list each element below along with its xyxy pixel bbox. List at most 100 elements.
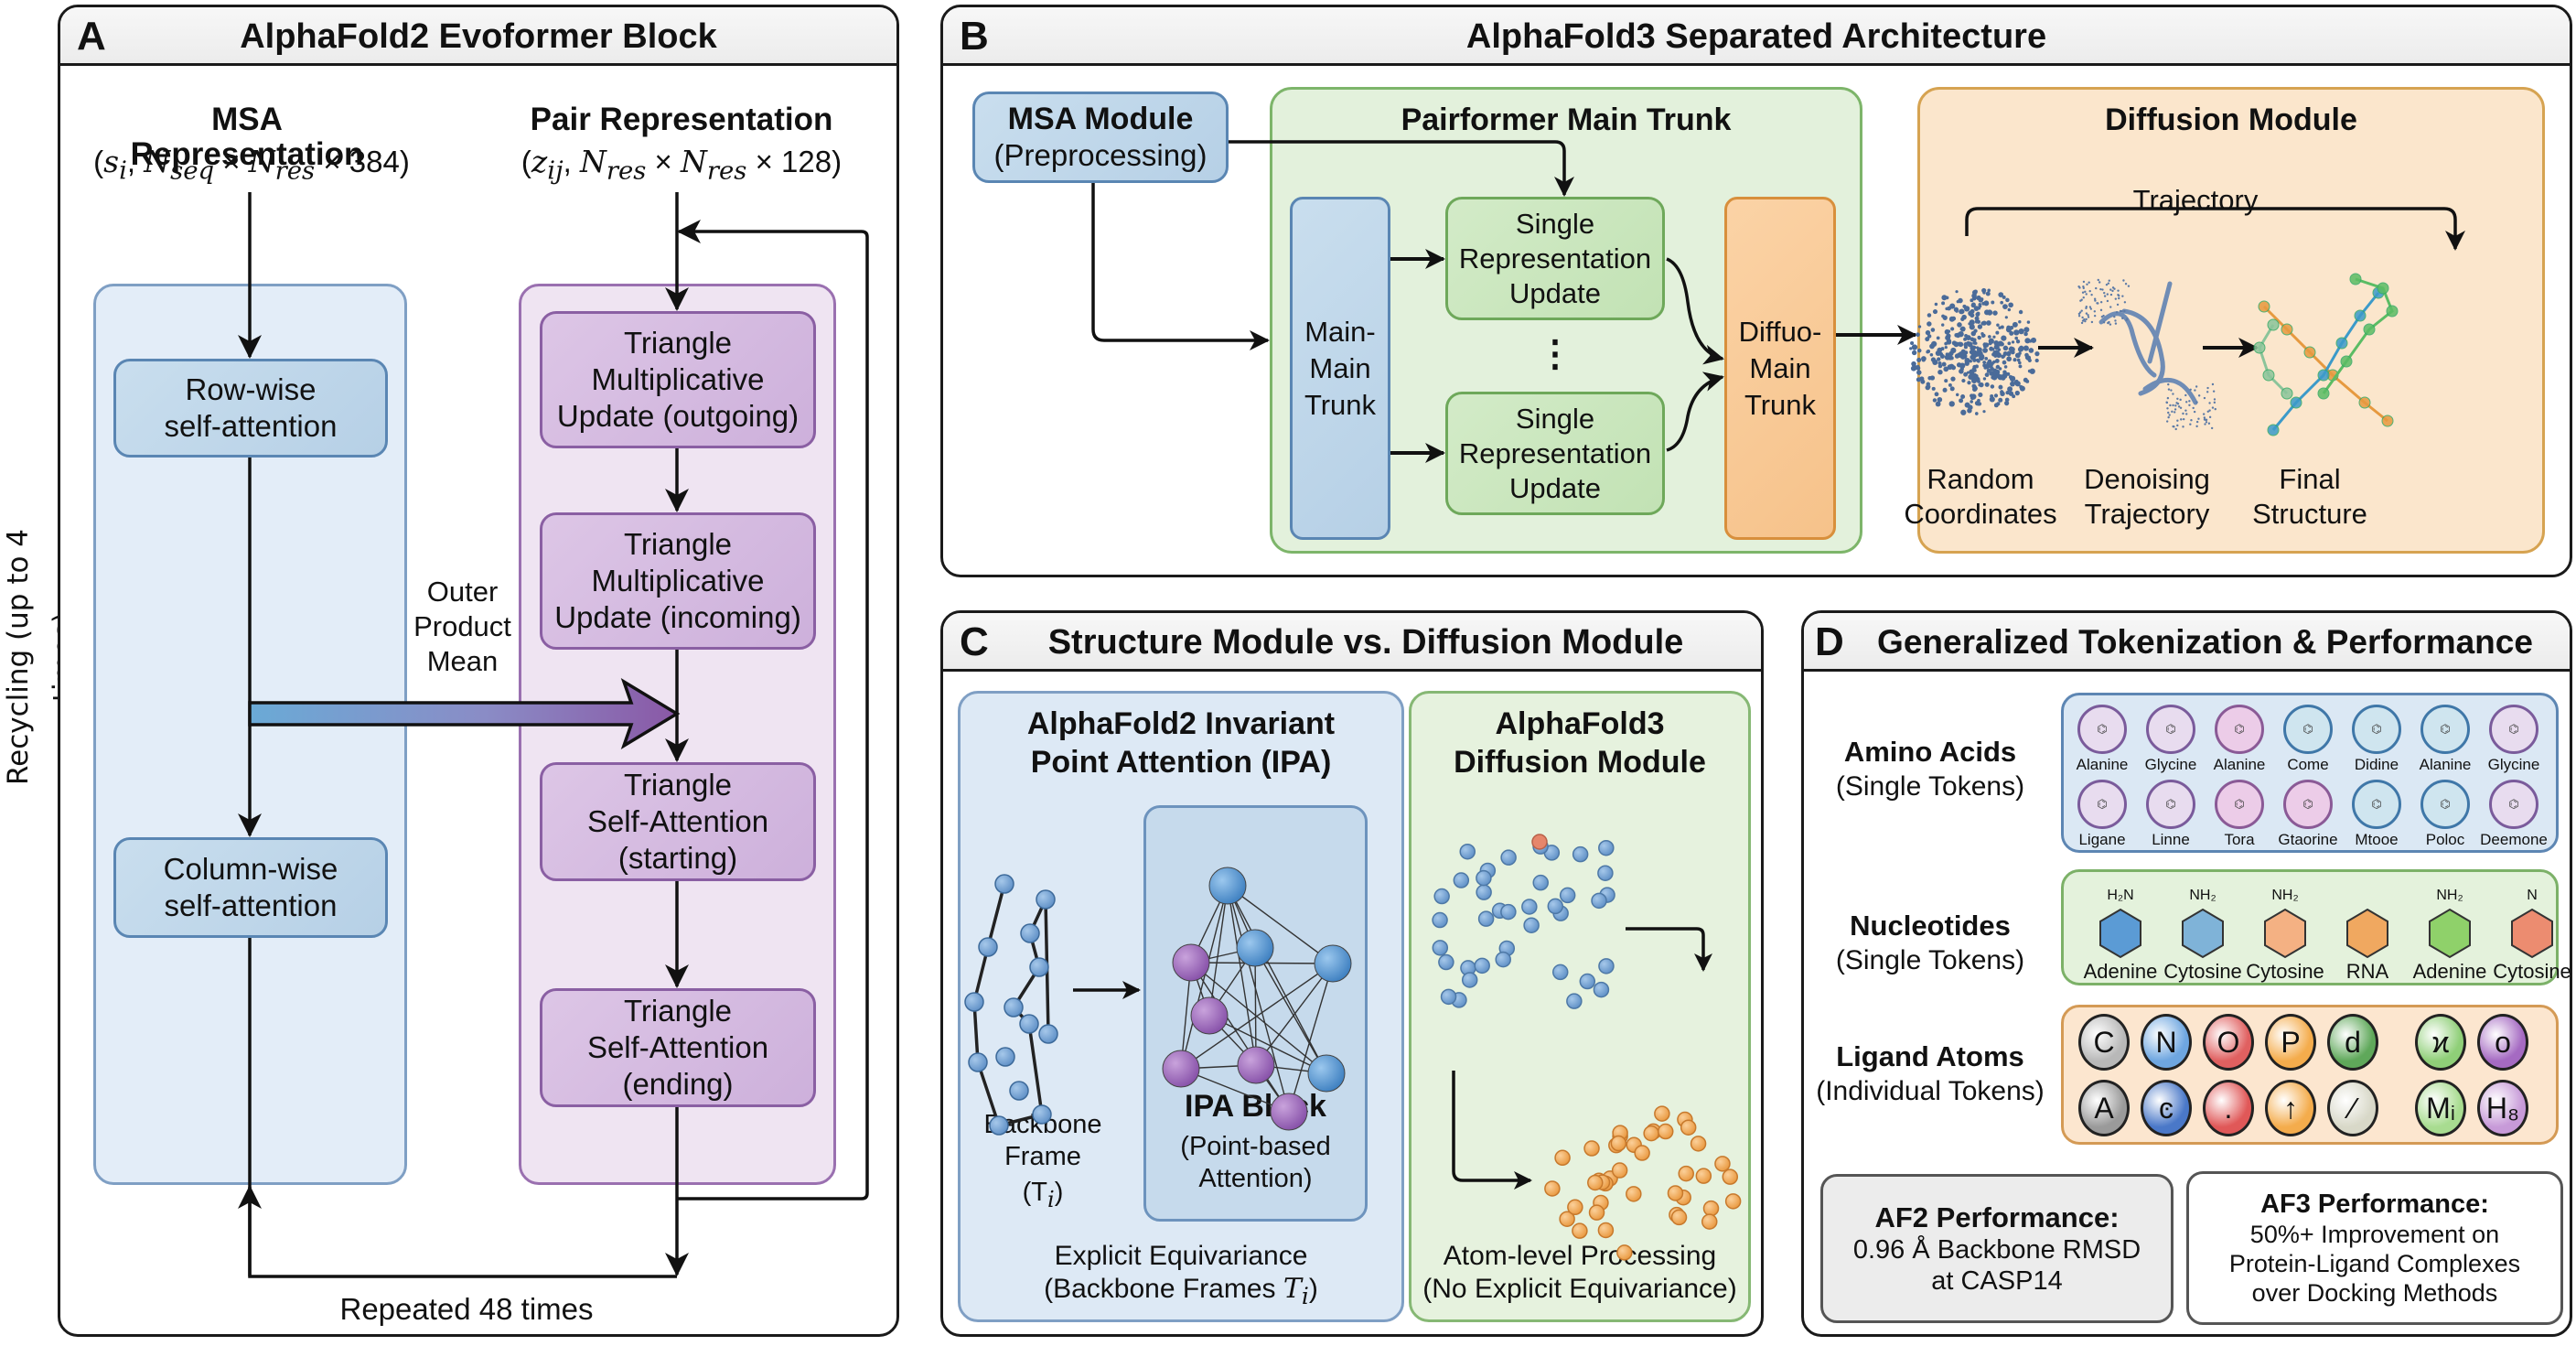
random-point (1911, 344, 1918, 350)
trajectory-point (2174, 427, 2177, 431)
noisy-atom (1559, 887, 1576, 904)
denoised-atom (1572, 1222, 1588, 1239)
trajectory-point (2103, 291, 2106, 295)
trajectory-point (2195, 420, 2199, 424)
trajectory-point (2109, 323, 2112, 326)
random-point (1979, 353, 1985, 360)
random-point (2028, 348, 2034, 353)
diffusion-step-arrow-1 (1626, 927, 1712, 972)
ipa-node (1307, 1054, 1346, 1093)
random-point (1926, 382, 1931, 387)
denoised-atom (1597, 1222, 1615, 1239)
ligand-atom-token: d (2327, 1014, 2378, 1071)
trajectory-point (2176, 424, 2179, 427)
trajectory-point (2117, 294, 2120, 296)
trajectory-point (2208, 402, 2211, 404)
af2-footer-line1: Explicit Equivariance (1054, 1241, 1308, 1271)
trajectory-point (2172, 404, 2174, 407)
amino-acid-token-icon: ⌬ (2420, 705, 2470, 754)
trajectory-point (2087, 314, 2089, 317)
random-point (2007, 307, 2012, 312)
ipa-node (1314, 944, 1352, 983)
random-point (2008, 391, 2014, 396)
diffusion-module-container (1917, 87, 2545, 554)
trajectory-point (2195, 425, 2198, 428)
nucleotide-label: Cytosine (2163, 960, 2242, 983)
update2-to-diffuo-arrow (1666, 371, 1724, 452)
trajectory-label: Trajectory (2132, 184, 2259, 216)
noisy-atom (1500, 849, 1517, 866)
trajectory-point (2101, 288, 2104, 291)
trajectory-point (2081, 316, 2084, 319)
amino-acid-token-icon: ⌬ (2352, 705, 2401, 754)
random-point (1934, 392, 1939, 397)
backbone-atom (1009, 1081, 1029, 1101)
attention-edge (1227, 885, 1290, 1113)
trajectory-point (2169, 404, 2172, 407)
random-point (1950, 347, 1957, 354)
denoised-atom (1670, 1209, 1688, 1226)
trajectory-point (2195, 401, 2198, 404)
trajectory-point (2168, 414, 2171, 416)
attention-edge (1227, 885, 1334, 964)
trajectory-point (2087, 316, 2090, 318)
trajectory-point (2197, 394, 2201, 397)
trajectory-point (2188, 404, 2191, 406)
random-point (2018, 364, 2023, 369)
random-point (1967, 381, 1971, 385)
noisy-atom (1551, 964, 1569, 981)
denoised-atom (1610, 1135, 1627, 1152)
trajectory-point (2208, 409, 2211, 412)
structure-residue (2349, 273, 2362, 285)
trajectory-point (2170, 389, 2173, 392)
random-point (2005, 390, 2010, 395)
random-point (1982, 410, 1986, 414)
random-point (1941, 323, 1945, 327)
random-point (1988, 335, 1991, 339)
random-point (1960, 394, 1966, 399)
backbone-frame-math: (Ti) (1022, 1178, 1064, 1212)
noisy-atom (1477, 910, 1495, 927)
random-point (1948, 382, 1952, 387)
random-point (1990, 394, 1994, 399)
trajectory-point (2079, 299, 2082, 302)
random-point (1992, 360, 1996, 364)
trajectory-point (2121, 295, 2124, 297)
ipa-attention-graph (1162, 867, 1352, 1131)
noisy-atom (1521, 899, 1538, 915)
random-point (1929, 353, 1934, 357)
column-wise-attention-block: Column-wise self-attention (113, 837, 388, 938)
random-point (2011, 340, 2015, 344)
denoised-atom (1678, 1165, 1694, 1182)
panel-d-letter: D (1815, 619, 1844, 664)
attention-edge (1254, 947, 1257, 1066)
nucleotides-container (2061, 869, 2559, 985)
random-point (1948, 316, 1955, 322)
random-point (1963, 342, 1968, 347)
backbone-atom (995, 1047, 1015, 1067)
structure-strand (2258, 324, 2289, 395)
random-point (1985, 291, 1991, 296)
amino-acid-token-label: Alanine (2213, 756, 2266, 773)
panel-d-header: D Generalized Tokenization & Performance (1804, 613, 2570, 672)
random-point (2023, 331, 2028, 337)
random-point (2009, 330, 2014, 336)
trajectory-point (2213, 398, 2216, 401)
amino-acid-token-icon: ⌬ (2215, 705, 2264, 754)
random-point (1911, 350, 1917, 356)
noisy-atom (1593, 981, 1610, 998)
amino-acid-token-icon: ⌬ (2215, 780, 2264, 829)
nucleotide-amine-label: N (2527, 888, 2538, 903)
backbone-frame-graph (964, 874, 1058, 1136)
ipa-block-subtitle: (Point-based Attention) (1180, 1132, 1331, 1193)
ligand-atom-token: ↑ (2265, 1080, 2316, 1136)
random-point (2026, 320, 2031, 324)
msa-module-block: MSA Module (Preprocessing) (972, 92, 1229, 183)
random-point (1978, 383, 1981, 387)
random-point (1935, 401, 1941, 407)
random-point (2009, 375, 2016, 382)
trajectory-point (2212, 390, 2216, 393)
random-point (1947, 329, 1951, 333)
panel-d-title: Generalized Tokenization & Performance (1877, 623, 2533, 661)
